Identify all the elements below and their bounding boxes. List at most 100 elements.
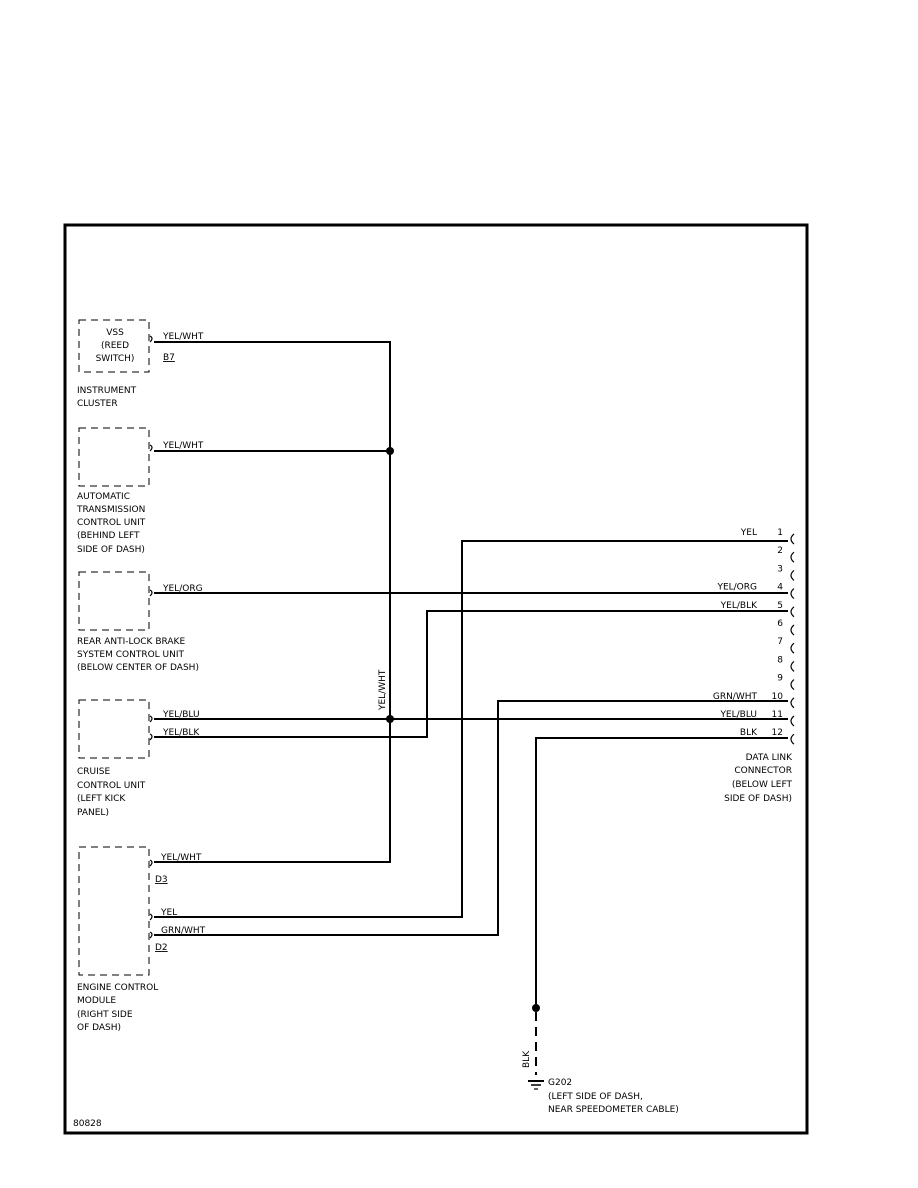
dlc-pin-number: 4 xyxy=(777,583,783,593)
ecm-connector-2: D2 xyxy=(155,943,168,953)
ecm-box xyxy=(78,846,150,976)
dlc-pin-cavity xyxy=(790,715,795,727)
dlc-caption-4: SIDE OF DASH) xyxy=(724,794,792,804)
abs-box xyxy=(78,571,150,631)
ground-name: G202 xyxy=(548,1078,572,1088)
atcu-component: YEL/WHT AUTOMATIC TRANSMISSION CONTROL U… xyxy=(76,427,204,555)
ecm-wire-label-2: YEL xyxy=(160,908,177,918)
dlc-pin-cavity xyxy=(790,679,795,691)
dlc-pin-number: 11 xyxy=(772,710,783,720)
dlc-caption-3: (BELOW LEFT xyxy=(732,780,793,790)
atcu-caption-5: SIDE OF DASH) xyxy=(77,545,145,555)
dlc-pin-cavity xyxy=(790,642,795,654)
wire-yel-wht-bus xyxy=(154,341,391,863)
ecm-wire-label-3: GRN/WHT xyxy=(161,926,206,936)
vss-connector-label: B7 xyxy=(163,353,175,363)
dlc-pin-wire-label: YEL/BLU xyxy=(719,710,757,720)
dlc-pin-cavity xyxy=(790,697,795,709)
dlc-pin-cavity xyxy=(790,551,795,563)
ground-location-2: NEAR SPEEDOMETER CABLE) xyxy=(548,1105,679,1115)
dlc-pin-wire-label: GRN/WHT xyxy=(713,692,758,702)
dlc-pin-cavity xyxy=(790,569,795,581)
vss-label-line-2: (REED xyxy=(101,341,129,351)
ecm-caption-1: ENGINE CONTROL xyxy=(77,983,158,993)
dlc-pin-number: 5 xyxy=(777,601,783,611)
abs-pin xyxy=(149,589,153,597)
cruise-wire-label-1: YEL/BLU xyxy=(162,710,200,720)
cruise-caption-4: PANEL) xyxy=(77,808,109,818)
ground-wire-label: BLK xyxy=(522,1050,532,1068)
dlc-pin-cavity xyxy=(790,588,795,600)
atcu-pin xyxy=(149,444,153,452)
abs-caption-1: REAR ANTI-LOCK BRAKE xyxy=(77,637,185,647)
dlc-pin-wire-label: YEL/ORG xyxy=(716,583,757,593)
dlc-pin-wire-label: YEL/BLK xyxy=(720,601,758,611)
cruise-box xyxy=(78,699,150,759)
diagram-id: 80828 xyxy=(73,1119,102,1129)
vss-label-line-3: SWITCH) xyxy=(96,354,135,364)
dlc-pin-number: 6 xyxy=(777,619,783,629)
dlc-pin-cavity xyxy=(790,624,795,636)
ecm-pin-2 xyxy=(149,913,153,921)
wire-grn-wht xyxy=(154,700,788,936)
ecm-caption-2: MODULE xyxy=(77,996,116,1006)
cruise-pin-2 xyxy=(149,733,153,741)
dlc-pin-number: 2 xyxy=(777,546,783,556)
ground-g202: BLK G202 (LEFT SIDE OF DASH, NEAR SPEEDO… xyxy=(522,1050,679,1115)
atcu-caption-1: AUTOMATIC xyxy=(77,492,130,502)
splice-wire-label: YEL/WHT xyxy=(378,669,388,711)
ecm-pin-1 xyxy=(149,859,153,867)
cruise-wire-label-2: YEL/BLK xyxy=(162,728,200,738)
data-link-connector: DATA LINK CONNECTOR (BELOW LEFT SIDE OF … xyxy=(713,528,795,804)
atcu-box xyxy=(78,427,150,487)
atcu-caption-2: TRANSMISSION xyxy=(76,505,145,515)
ground-location-1: (LEFT SIDE OF DASH, xyxy=(548,1092,643,1102)
cruise-caption-3: (LEFT KICK xyxy=(77,794,126,804)
dlc-pin-number: 7 xyxy=(777,637,783,647)
dlc-pin-wire-label: YEL xyxy=(740,528,757,538)
dlc-pin-number: 9 xyxy=(777,674,783,684)
wire-blk-ground xyxy=(535,737,788,1008)
dlc-pin-cavity xyxy=(790,660,795,672)
splice-node-upper xyxy=(386,447,394,455)
abs-component: YEL/ORG REAR ANTI-LOCK BRAKE SYSTEM CONT… xyxy=(77,571,203,673)
cruise-caption-2: CONTROL UNIT xyxy=(77,781,146,791)
vss-label-line-1: VSS xyxy=(106,328,124,338)
dlc-pin-number: 8 xyxy=(777,655,783,665)
dlc-caption-1: DATA LINK xyxy=(746,753,793,763)
abs-wire-label: YEL/ORG xyxy=(162,584,203,594)
abs-caption-2: SYSTEM CONTROL UNIT xyxy=(77,650,185,660)
wire-ecm-yel xyxy=(154,540,788,918)
vss-wire-label: YEL/WHT xyxy=(162,332,204,342)
cruise-pin-1 xyxy=(149,715,153,723)
vss-pin xyxy=(149,335,153,343)
dlc-caption-2: CONNECTOR xyxy=(734,766,792,776)
instrument-cluster-caption-1: INSTRUMENT xyxy=(77,386,137,396)
atcu-wire-label: YEL/WHT xyxy=(162,441,204,451)
dlc-pin-number: 3 xyxy=(777,564,783,574)
vss-component: VSS (REED SWITCH) INSTRUMENT CLUSTER YEL… xyxy=(77,319,204,409)
dlc-pin-wire-label: BLK xyxy=(740,728,758,738)
diagram-frame xyxy=(63,223,809,1135)
wire-yel-blk xyxy=(154,610,788,738)
ecm-caption-4: OF DASH) xyxy=(77,1023,121,1033)
dlc-pin-number: 12 xyxy=(772,728,783,738)
cruise-caption-1: CRUISE xyxy=(77,767,110,777)
instrument-cluster-caption-2: CLUSTER xyxy=(77,399,118,409)
dlc-pin-number: 1 xyxy=(777,528,783,538)
atcu-caption-4: (BEHIND LEFT xyxy=(77,531,140,541)
abs-caption-3: (BELOW CENTER OF DASH) xyxy=(77,663,199,673)
ecm-wire-label-1: YEL/WHT xyxy=(160,853,202,863)
ecm-pin-3 xyxy=(149,931,153,939)
ground-splice-node xyxy=(532,1004,540,1012)
ecm-connector-1: D3 xyxy=(155,875,168,885)
dlc-pin-number: 10 xyxy=(772,692,784,702)
ecm-component: YEL/WHT D3 YEL GRN/WHT D2 ENGINE CONTROL… xyxy=(77,846,206,1033)
cruise-component: YEL/BLU YEL/BLK CRUISE CONTROL UNIT (LEF… xyxy=(77,699,200,818)
wires xyxy=(154,341,788,1075)
dlc-pin-cavity xyxy=(790,533,795,545)
atcu-caption-3: CONTROL UNIT xyxy=(77,518,146,528)
dlc-pin-cavity xyxy=(790,733,795,745)
vss-box xyxy=(78,319,150,373)
